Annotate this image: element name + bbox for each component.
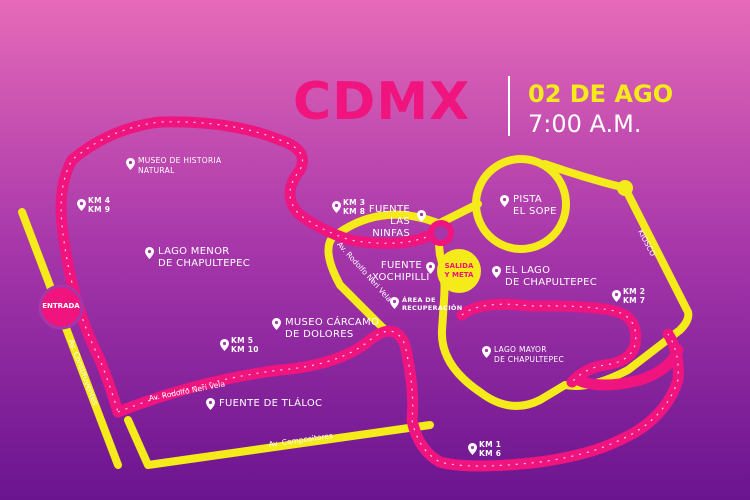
location-pin-icon [417,210,426,222]
location-pin-icon [206,398,215,410]
salida-meta-badge [437,249,481,293]
header-divider [508,76,510,136]
kiosco-roundabout [617,180,633,196]
location-pin-icon [468,443,477,455]
location-pin-icon [77,199,86,211]
city-title: CDMX [293,72,471,132]
location-pin-icon [332,201,341,213]
road-pista-el-sope [472,155,570,253]
location-pin-icon [126,158,135,170]
route-dashes [60,121,679,467]
route-east-loop [572,344,684,391]
event-time: 7:00 A.M. [528,110,642,138]
location-pin-icon [492,266,501,278]
location-pin-icon [612,290,621,302]
location-pin-icon [272,318,281,330]
event-date: 02 DE AGO [528,80,674,108]
entrada-badge [38,284,84,330]
entrada-label: ENTRADA [42,302,80,310]
location-pin-icon [500,195,509,207]
location-pin-icon [426,262,435,274]
place-fuente-tlaloc: FUENTE DE TLÁLOC [219,398,323,409]
salida-meta-label: SALIDA Y META [444,262,474,279]
location-pin-icon [220,339,229,351]
location-pin-icon [145,247,154,259]
road-compositores [124,416,434,469]
roundabout [428,220,454,246]
road-constituyentes [18,208,122,469]
location-pin-icon [390,297,399,309]
location-pin-icon [482,346,491,358]
